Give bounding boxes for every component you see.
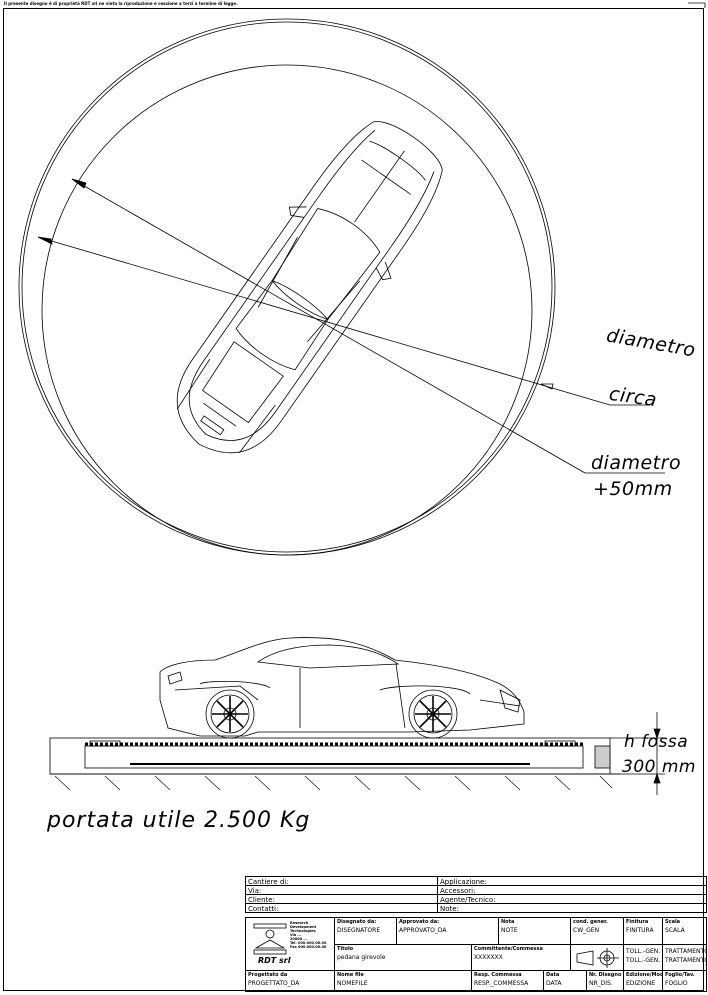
plus50-label: +50mm [593, 478, 673, 500]
projection-symbol-icon [576, 948, 619, 968]
contatti-field: Contatti: [245, 903, 438, 913]
company-logo-icon [253, 923, 287, 955]
approvato-cell: Approvato da:APPROVATO_DA [396, 917, 499, 945]
inner-circle [41, 64, 533, 556]
foglio-cell: Foglio/Tav.FOGLIO [662, 970, 707, 992]
h-fossa-label: h fossa [624, 732, 689, 752]
company-logo-cell: Research Development Technologies Via ..… [245, 917, 335, 971]
depth-dimension [610, 712, 665, 795]
car-top-view [176, 121, 443, 454]
car-side-view [159, 637, 525, 739]
turntable-section [49, 737, 620, 791]
cond-cell: cond. gener.CW_GEN [570, 917, 624, 945]
capacity-label: portata utile 2.500 Kg [47, 808, 311, 833]
depth-label: 300 mm [622, 757, 696, 777]
title-block: Cantiere di: Via: Cliente: Contatti: App… [245, 876, 707, 992]
disegnato-cell: Disegnato da:DISEGNATORE [334, 917, 397, 945]
disclaimer-text: Il presente disegno è di proprietà RDT s… [4, 1, 238, 6]
diametro-plus-label: diametro [591, 452, 682, 474]
dimension-lines [37, 178, 665, 474]
toll-gen-cell: TOLL.-GEN.TOLL.-GEN. [623, 944, 663, 971]
note-field: Note: [437, 903, 707, 913]
edizione-cell: Edizione/Mod.EDIZIONE [623, 970, 663, 992]
company-address: Research Development Technologies Via ..… [290, 921, 327, 949]
drawing-frame [3, 8, 704, 991]
outer-circle-inner [21, 21, 553, 553]
projection-symbol-cell [570, 944, 624, 971]
company-brand: RDT srl [258, 956, 291, 965]
